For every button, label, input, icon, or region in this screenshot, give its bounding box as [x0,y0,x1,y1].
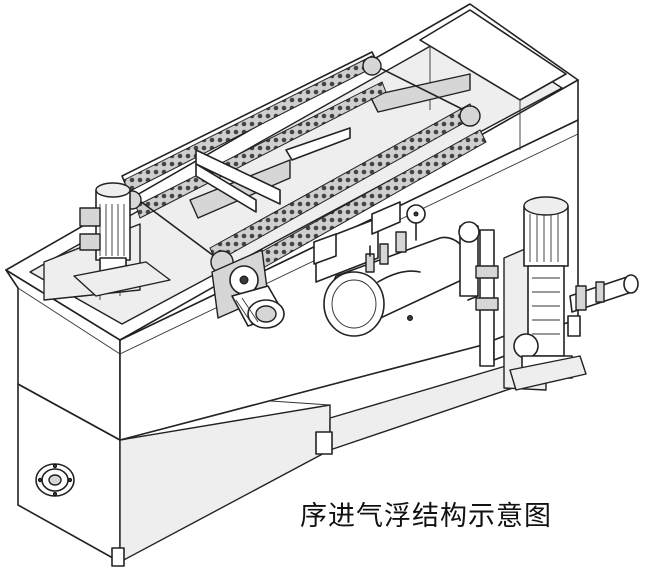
left-drive-motor [73,182,171,297]
multistage-pump [503,196,639,391]
dissolved-air-vessel [315,204,470,337]
support-plates [313,201,401,265]
figure-caption: 序进气浮结构示意图 [300,501,552,532]
skimmer-chain-conveyor [121,51,487,291]
outlet-flange [35,463,75,497]
gear-motor [211,249,285,329]
